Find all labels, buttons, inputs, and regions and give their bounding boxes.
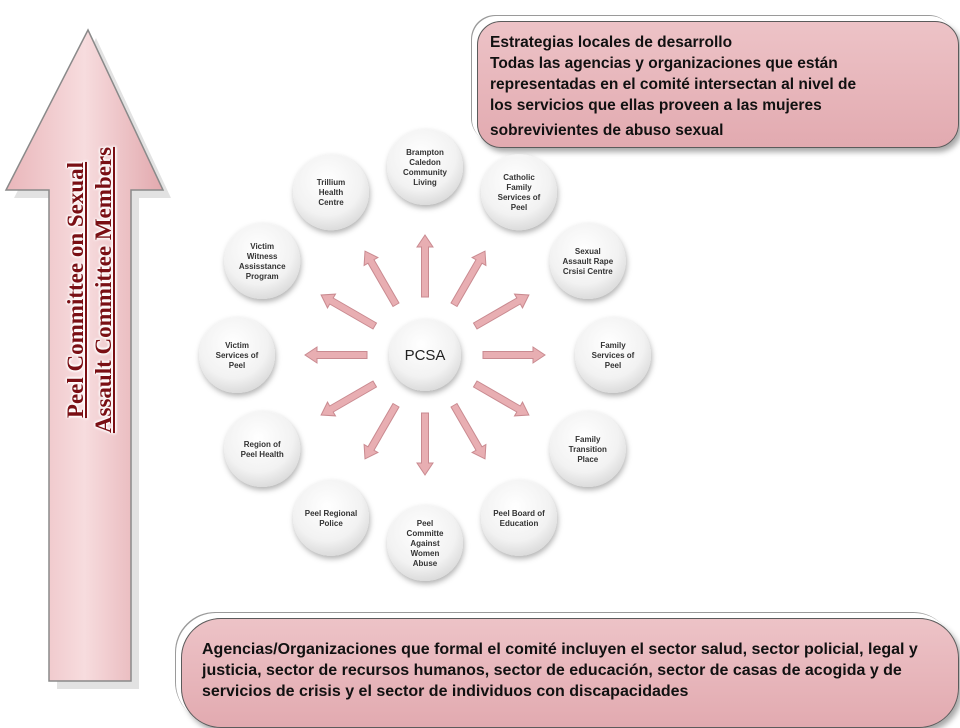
connector-arrow — [416, 412, 434, 476]
connector-arrow — [472, 380, 530, 417]
agency-node-label: Brampton — [406, 148, 444, 157]
agency-node-label: Peel Health — [241, 450, 284, 459]
agency-node-label: Trillium — [317, 178, 345, 187]
connector-arrow — [304, 346, 368, 364]
strategy-body-line1: Todas las agencias y organizaciones que … — [490, 55, 838, 72]
strategy-body-line3: los servicios que ellas proveen a las mu… — [490, 97, 822, 114]
agency-node-label: Abuse — [413, 559, 438, 568]
agency-node-label: Health — [319, 188, 344, 197]
agency-node-label: Program — [246, 272, 279, 281]
agency-node-label: Family — [575, 435, 601, 444]
agency-node-circle — [224, 411, 301, 487]
agency-node-label: Place — [577, 455, 598, 464]
agency-node-label: Peel — [229, 361, 245, 370]
connector-arrow — [363, 250, 400, 308]
agencies-callout: Agencias/Organizaciones que formal el co… — [181, 618, 959, 728]
agency-node-label: Witness — [247, 252, 278, 261]
connector-arrow — [450, 402, 487, 460]
agency-node-label: Region of — [244, 440, 281, 449]
side-arrow-line1: Peel Committee on Sexual — [63, 161, 88, 419]
connector-arrow — [472, 293, 530, 330]
agency-node-label: Peel — [511, 203, 527, 212]
connector-arrow — [482, 346, 546, 364]
agency-node-label: Peel — [605, 361, 621, 370]
connector-arrow — [363, 402, 400, 460]
agency-node-circle — [481, 154, 557, 231]
agency-node-label: Services of — [498, 193, 541, 202]
agency-node-label: Living — [413, 178, 437, 187]
agency-node-circle — [293, 479, 369, 556]
agency-node-label: Education — [500, 519, 539, 528]
connector-arrow — [416, 234, 434, 298]
agency-node-label: Services of — [592, 351, 635, 360]
side-arrow-label: Peel Committee on Sexual Assault Committ… — [62, 70, 118, 510]
radial-diagram-svg: BramptonCaledonCommunityLivingCatholicFa… — [199, 129, 651, 581]
agency-node-label: Victim — [225, 341, 249, 350]
agency-node-label: Assault Rape — [562, 257, 613, 266]
agency-node-circle — [387, 129, 463, 205]
hub-node-circle — [389, 319, 461, 391]
connector-arrow — [450, 250, 487, 308]
agency-node-label: Assisstance — [239, 262, 286, 271]
strategy-callout: Estrategias locales de desarrollo Todas … — [477, 21, 959, 148]
connector-arrow — [320, 380, 378, 417]
agency-node-label: Community — [403, 168, 448, 177]
side-arrow: Peel Committee on Sexual Assault Committ… — [0, 0, 180, 720]
agencies-text: Agencias/Organizaciones que formal el co… — [202, 641, 918, 700]
agency-node-label: Women — [411, 549, 440, 558]
strategy-body-line2: representadas en el comité intersectan a… — [490, 76, 857, 93]
side-arrow-line2: Assault Committee Members — [91, 146, 116, 434]
agency-node-circle — [199, 317, 275, 393]
agency-node-circle — [481, 479, 557, 556]
agency-node-label: Peel Board of — [493, 509, 545, 518]
connector-arrow — [320, 293, 378, 330]
agency-node-label: Services of — [216, 351, 259, 360]
agency-node-label: Centre — [318, 198, 344, 207]
hub-node-label: PCSA — [405, 347, 446, 364]
agency-node-label: Police — [319, 519, 343, 528]
agency-node-label: Against — [410, 539, 440, 548]
agency-node-label: Peel — [417, 519, 433, 528]
agency-node-label: Committe — [407, 529, 444, 538]
agency-node-circle — [224, 223, 301, 299]
agency-node-label: Crsisi Centre — [563, 267, 613, 276]
agency-node-circle — [549, 411, 626, 487]
agency-node-label: Peel Regional — [305, 509, 357, 518]
agency-node-circle — [387, 505, 463, 581]
strategy-body-line4: sobrevivientes de abuso sexual — [490, 122, 724, 139]
agency-node-circle — [293, 154, 369, 231]
agency-node-circle — [575, 317, 651, 393]
agency-node-circle — [549, 223, 626, 299]
agency-node-label: Caledon — [409, 158, 441, 167]
agency-node-label: Transition — [569, 445, 607, 454]
side-arrow-shape — [4, 28, 171, 689]
strategy-title: Estrategias locales de desarrollo — [490, 34, 733, 51]
hub-node: PCSA — [389, 319, 461, 391]
agency-node-label: Victim — [250, 242, 274, 251]
agency-node-label: Sexual — [575, 247, 601, 256]
agency-node-label: Family — [600, 341, 626, 350]
agency-node-label: Family — [506, 183, 532, 192]
agency-node-label: Catholic — [503, 173, 535, 182]
